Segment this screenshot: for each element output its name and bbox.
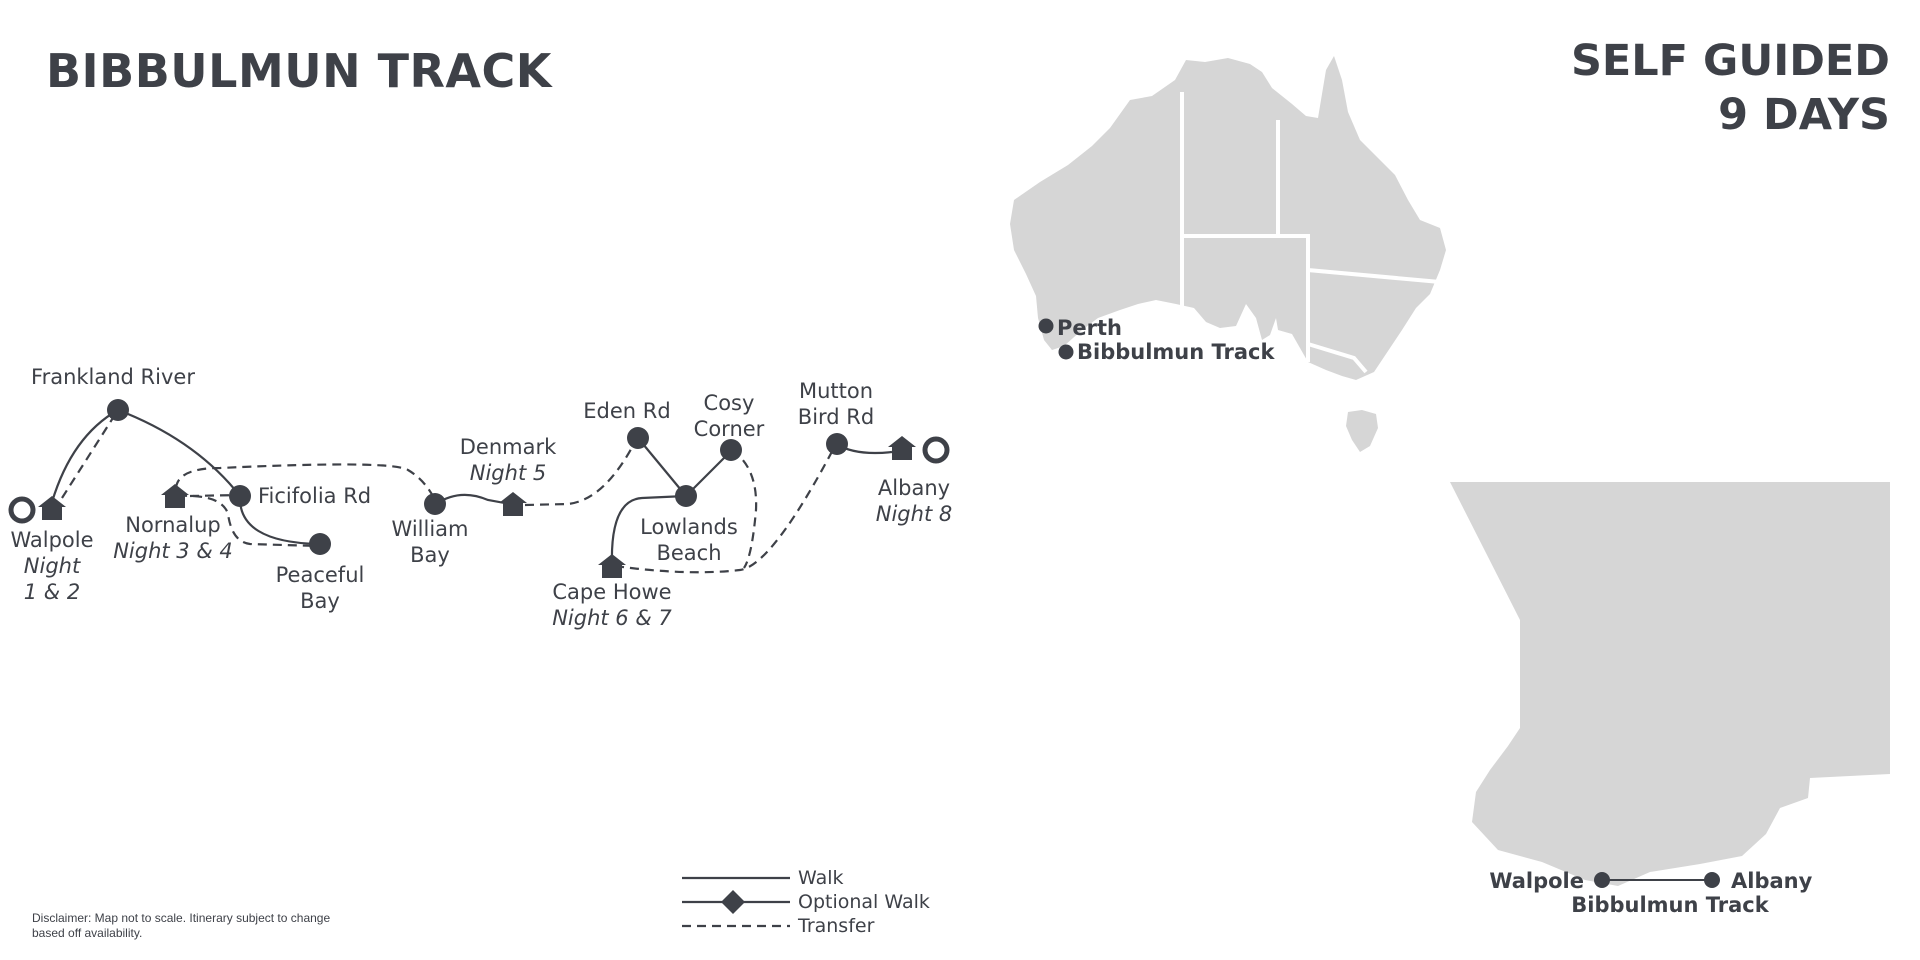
albany-night: Night 8 [876, 502, 952, 526]
trip-type-heading: SELF GUIDED 9 DAYS [1571, 34, 1890, 142]
walpole-night-a: Night [24, 554, 81, 578]
australia-inset: Perth Bibbulmun Track [1010, 56, 1446, 452]
cape-howe-name: Cape Howe [552, 580, 671, 604]
nornalup-night: Night 3 & 4 [113, 539, 233, 563]
lowlands-beach-name-b: Beach [656, 541, 721, 565]
frankland-river-label: Frankland River [31, 365, 195, 389]
legend-transfer: Transfer [680, 914, 930, 938]
peaceful-bay-stop [309, 533, 331, 555]
albany-label: Albany Night 8 [876, 476, 952, 526]
transfer-denmark-eden [524, 439, 637, 507]
transfer-cosy-link [731, 449, 758, 569]
nornalup-hut-icon [161, 484, 189, 508]
australia-landmass [1010, 56, 1446, 380]
walk-walpole-frankland [50, 409, 119, 503]
trip-duration-line: 9 DAYS [1718, 90, 1890, 140]
nornalup-name: Nornalup [125, 513, 220, 537]
cosy-corner-label: Cosy Corner [694, 391, 765, 441]
cosy-corner-name-b: Corner [694, 417, 765, 441]
cape-howe-night: Night 6 & 7 [552, 606, 672, 630]
optional-walk-diamond-icon [682, 890, 790, 914]
william-bay-stop [424, 493, 446, 515]
region-walpole-label: Walpole [1489, 869, 1584, 893]
walpole-night-b: 1 & 2 [24, 580, 80, 604]
transfer-walpole-frankland [61, 409, 119, 499]
frankland-river-stop [107, 399, 129, 421]
walpole-hut-icon [38, 496, 66, 520]
cosy-corner-name-a: Cosy [704, 391, 755, 415]
peaceful-bay-label: Peaceful Bay [276, 563, 365, 613]
william-bay-label: William Bay [392, 517, 469, 567]
legend-walk: Walk [680, 866, 930, 890]
walk-frankland-ficifolia [117, 408, 241, 497]
walk-line-icon [682, 876, 790, 880]
legend-optional-walk-label: Optional Walk [798, 891, 930, 913]
route-diagram: Walpole Night 1 & 2 Frankland River Norn… [8, 365, 952, 630]
map-legend: Walk Optional Walk Transfer [680, 866, 930, 938]
eden-rd-stop [627, 427, 649, 449]
region-walpole-marker [1594, 872, 1610, 888]
legend-walk-label: Walk [798, 867, 844, 889]
region-landmass [1450, 482, 1890, 886]
denmark-hut-icon [499, 492, 527, 516]
walk-william-denmark [435, 493, 511, 506]
walpole-label: Walpole Night 1 & 2 [10, 528, 93, 604]
nornalup-label: Nornalup Night 3 & 4 [113, 513, 233, 563]
walpole-start-ring [8, 496, 36, 524]
track-marker [1058, 344, 1074, 360]
region-track-label: Bibbulmun Track [1571, 893, 1770, 917]
denmark-night: Night 5 [470, 461, 546, 485]
page-title: BIBBULMUN TRACK [46, 44, 552, 98]
mutton-bird-rd-label: Mutton Bird Rd [798, 379, 874, 429]
cosy-corner-stop [720, 439, 742, 461]
walk-eden-lowlands [637, 437, 687, 497]
albany-name: Albany [878, 476, 950, 500]
cape-howe-label: Cape Howe Night 6 & 7 [552, 580, 672, 630]
transfer-lines [61, 409, 837, 574]
denmark-label: Denmark Night 5 [460, 435, 557, 485]
track-label: Bibbulmun Track [1077, 340, 1276, 364]
denmark-name: Denmark [460, 435, 557, 459]
perth-label: Perth [1057, 316, 1122, 340]
transfer-nornalup-ficifolia [189, 493, 241, 498]
william-bay-name-a: William [392, 517, 469, 541]
mutton-bird-rd-stop [826, 433, 848, 455]
walk-capehowe-lowlands [610, 494, 687, 567]
perth-marker [1038, 318, 1054, 334]
cape-howe-hut-icon [598, 554, 626, 578]
transfer-dash-icon [682, 924, 790, 928]
walpole-name: Walpole [10, 528, 93, 552]
trip-type-line: SELF GUIDED [1570, 36, 1890, 86]
region-albany-label: Albany [1731, 869, 1813, 893]
legend-optional-walk: Optional Walk [680, 890, 930, 914]
region-inset: Walpole Albany Bibbulmun Track [1450, 482, 1890, 917]
lowlands-beach-label: Lowlands Beach [640, 515, 738, 565]
lowlands-beach-name-a: Lowlands [640, 515, 738, 539]
mutton-bird-rd-name-a: Mutton [799, 379, 873, 403]
albany-hut-icon [888, 436, 916, 460]
albany-end-ring [922, 436, 950, 464]
william-bay-name-b: Bay [410, 543, 450, 567]
state-borders [1180, 92, 1441, 374]
transfer-capehowe-mutton [614, 443, 837, 574]
eden-rd-label: Eden Rd [583, 399, 670, 423]
peaceful-bay-name-a: Peaceful [276, 563, 365, 587]
mutton-bird-rd-name-b: Bird Rd [798, 405, 874, 429]
peaceful-bay-name-b: Bay [300, 589, 340, 613]
transfer-nornalup-peaceful [177, 494, 319, 548]
disclaimer-text: Disclaimer: Map not to scale. Itinerary … [32, 911, 331, 940]
lowlands-beach-stop [675, 485, 697, 507]
ficifolia-rd-label: Ficifolia Rd [258, 484, 371, 508]
legend-transfer-label: Transfer [798, 915, 875, 937]
tasmania [1346, 410, 1378, 452]
transfer-nornalup-loop [174, 463, 436, 501]
region-albany-marker [1704, 872, 1720, 888]
ficifolia-rd-stop [229, 485, 251, 507]
